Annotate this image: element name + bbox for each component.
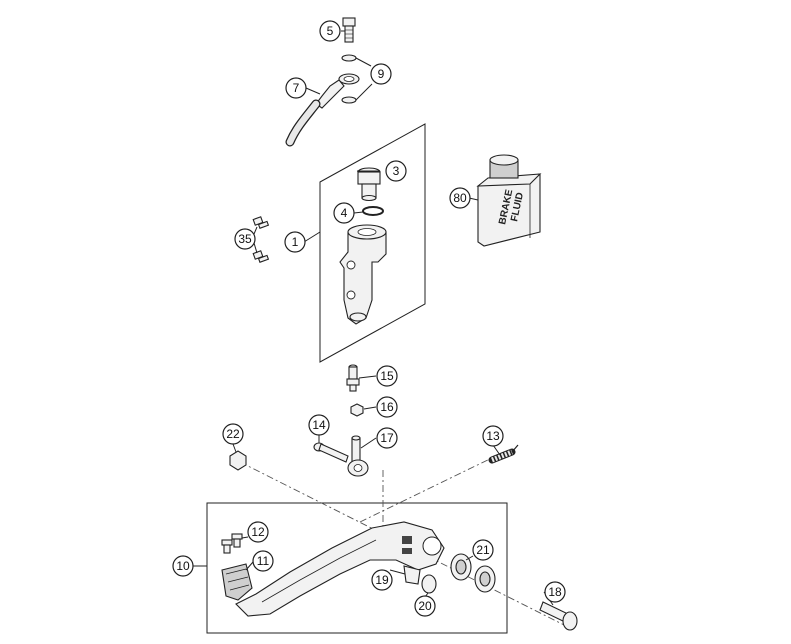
callout-13: 13 bbox=[482, 425, 504, 447]
svg-text:5: 5 bbox=[327, 24, 334, 38]
brake-fluid-bottle: BRAKE FLUID bbox=[476, 154, 542, 247]
callout-19: 19 bbox=[371, 569, 393, 591]
svg-text:13: 13 bbox=[486, 429, 500, 443]
callout-14: 14 bbox=[308, 414, 330, 436]
svg-text:19: 19 bbox=[375, 573, 389, 587]
clevis-pin bbox=[313, 442, 349, 463]
svg-text:9: 9 bbox=[378, 67, 385, 81]
leader-lines bbox=[193, 30, 554, 606]
svg-text:1: 1 bbox=[292, 235, 299, 249]
callout-17: 17 bbox=[376, 427, 398, 449]
clevis bbox=[347, 435, 369, 477]
callout-7: 7 bbox=[285, 77, 307, 99]
callout-3: 3 bbox=[385, 160, 407, 182]
callout-9: 9 bbox=[370, 63, 392, 85]
svg-text:17: 17 bbox=[380, 431, 394, 445]
pivot-bearings bbox=[450, 553, 496, 593]
svg-text:15: 15 bbox=[380, 369, 394, 383]
callout-10: 10 bbox=[172, 555, 194, 577]
svg-text:21: 21 bbox=[476, 543, 490, 557]
callout-21: 21 bbox=[472, 539, 494, 561]
svg-text:16: 16 bbox=[380, 400, 394, 414]
callout-5: 5 bbox=[319, 20, 341, 42]
callout-11: 11 bbox=[252, 550, 274, 572]
pushrod bbox=[346, 364, 360, 392]
callout-1: 1 bbox=[284, 231, 306, 253]
o-ring bbox=[362, 206, 384, 216]
tip-pins bbox=[221, 533, 243, 554]
svg-text:20: 20 bbox=[418, 599, 432, 613]
svg-text:7: 7 bbox=[293, 81, 300, 95]
master-cylinder-group-frame bbox=[319, 123, 426, 363]
callout-16: 16 bbox=[376, 396, 398, 418]
svg-text:11: 11 bbox=[257, 554, 270, 568]
callout-15: 15 bbox=[376, 365, 398, 387]
svg-text:18: 18 bbox=[548, 585, 562, 599]
brake-pedal-group-frame bbox=[206, 502, 508, 634]
callout-20: 20 bbox=[414, 595, 436, 617]
return-spring bbox=[488, 444, 519, 464]
master-cylinder-body bbox=[339, 224, 387, 325]
pivot-nut bbox=[229, 450, 247, 471]
brake-pedal bbox=[235, 521, 445, 617]
pivot-bolt bbox=[539, 601, 578, 631]
assembly-axis-line-b bbox=[359, 454, 499, 523]
lock-nut bbox=[350, 403, 364, 417]
callout-35: 35 bbox=[234, 228, 256, 250]
svg-text:35: 35 bbox=[238, 232, 252, 246]
svg-text:80: 80 bbox=[453, 191, 467, 205]
reservoir-connector bbox=[357, 167, 381, 202]
callout-22: 22 bbox=[222, 423, 244, 445]
svg-text:12: 12 bbox=[251, 525, 265, 539]
svg-text:22: 22 bbox=[226, 427, 240, 441]
callout-18: 18 bbox=[544, 581, 566, 603]
brake-hose bbox=[285, 73, 360, 147]
pedal-tip bbox=[221, 563, 253, 601]
svg-text:14: 14 bbox=[312, 418, 326, 432]
callout-12: 12 bbox=[247, 521, 269, 543]
svg-text:3: 3 bbox=[393, 164, 400, 178]
banjo-bolt bbox=[342, 17, 356, 43]
callout-4: 4 bbox=[333, 202, 355, 224]
svg-text:10: 10 bbox=[176, 559, 190, 573]
spacer-washer bbox=[421, 574, 437, 594]
svg-text:4: 4 bbox=[341, 206, 348, 220]
callout-80: 80 bbox=[449, 187, 471, 209]
